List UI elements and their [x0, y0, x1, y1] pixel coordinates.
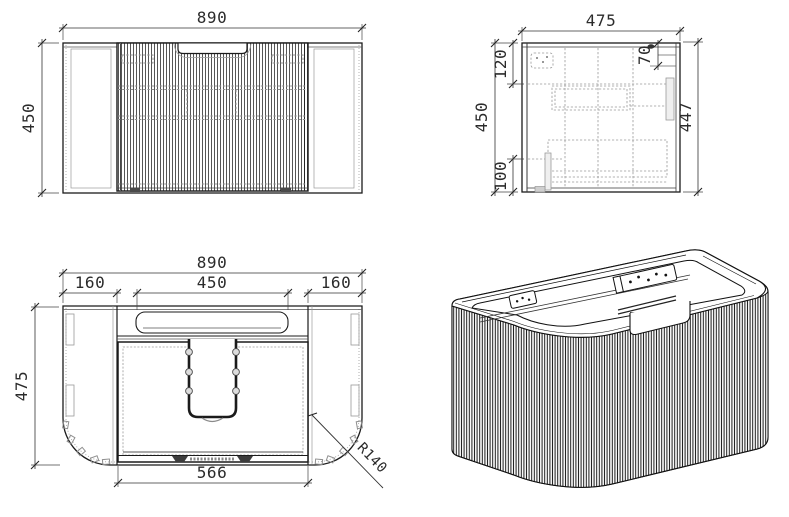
- iso-handle-notch: [629, 301, 691, 336]
- dim-label-side-bottom-inset: 100: [491, 161, 510, 191]
- iso-mounting-bracket-small: [508, 290, 538, 309]
- dim-label-side-top-inset: 120: [491, 49, 510, 79]
- drawer-clip-left: [130, 187, 140, 192]
- dimension-plan-segments: 160 450 160: [58, 273, 367, 310]
- dimension-side-bottom-inset: 100: [491, 154, 524, 197]
- front-fluted-drawer-panel: [116, 42, 309, 192]
- dim-label-plan-drawer-width: 566: [197, 463, 227, 482]
- side-view: 475 450 120 100: [472, 11, 703, 197]
- iso-mounting-bracket-large: [612, 264, 678, 294]
- front-handle-notch: [177, 43, 248, 55]
- dimension-side-inner-height: 447: [676, 37, 703, 197]
- dimension-plan-width: 890: [58, 253, 367, 303]
- side-knob-detail: [647, 44, 655, 49]
- dim-label-side-inner-height: 447: [676, 102, 695, 132]
- dim-label-front-width: 890: [197, 8, 227, 27]
- dimension-front-height: 450: [19, 38, 59, 198]
- side-drawer-front-edge: [665, 77, 675, 121]
- plan-plumbing-cutout: [187, 339, 238, 419]
- plan-view: 890 160 450 160 475: [12, 253, 390, 489]
- dimension-side-rail-depth: 70: [635, 38, 663, 71]
- dimension-side-width: 475: [517, 11, 685, 41]
- dim-label-plan-right-panel: 160: [321, 273, 351, 292]
- bracket-hole: [536, 57, 538, 59]
- dimension-plan-depth: 475: [12, 302, 60, 470]
- dim-label-plan-width: 890: [197, 253, 227, 272]
- front-right-panel: [313, 48, 355, 189]
- dim-label-plan-corner-radius: R140: [354, 440, 390, 477]
- dimension-front-width: 890: [58, 8, 367, 40]
- plan-front-clip-right: [237, 456, 253, 462]
- bracket-hole: [542, 61, 544, 63]
- plan-corner-flute-blocks: [62, 420, 363, 466]
- plan-hinge-plates: [65, 313, 360, 417]
- plan-basin: [135, 311, 289, 334]
- side-back-rail: [544, 152, 552, 191]
- dim-label-plan-basin-width: 450: [197, 273, 227, 292]
- drawer-clip-right: [281, 187, 291, 192]
- dim-label-side-width: 475: [586, 11, 616, 30]
- plan-drain-arc: [201, 417, 224, 423]
- isometric-view: [451, 249, 769, 488]
- front-view: 890 450: [19, 8, 367, 198]
- dim-label-plan-depth: 475: [12, 371, 31, 401]
- dim-label-plan-left-panel: 160: [75, 273, 105, 292]
- dimension-plan-drawer-width: 566: [113, 463, 313, 488]
- iso-cavity-interior: [479, 264, 691, 323]
- plan-cutout-screws: [185, 348, 240, 395]
- dim-label-side-height: 450: [472, 102, 491, 132]
- dim-label-front-height: 450: [19, 103, 38, 133]
- dimension-side-top-inset: 120: [491, 38, 524, 89]
- dimension-side-height: 450: [472, 38, 518, 197]
- plan-front-clip-left: [172, 456, 188, 462]
- front-left-panel: [70, 48, 112, 189]
- bracket-hole: [546, 56, 548, 58]
- front-hidden-lines: [118, 54, 307, 185]
- dim-label-side-rail-depth: 70: [635, 45, 654, 65]
